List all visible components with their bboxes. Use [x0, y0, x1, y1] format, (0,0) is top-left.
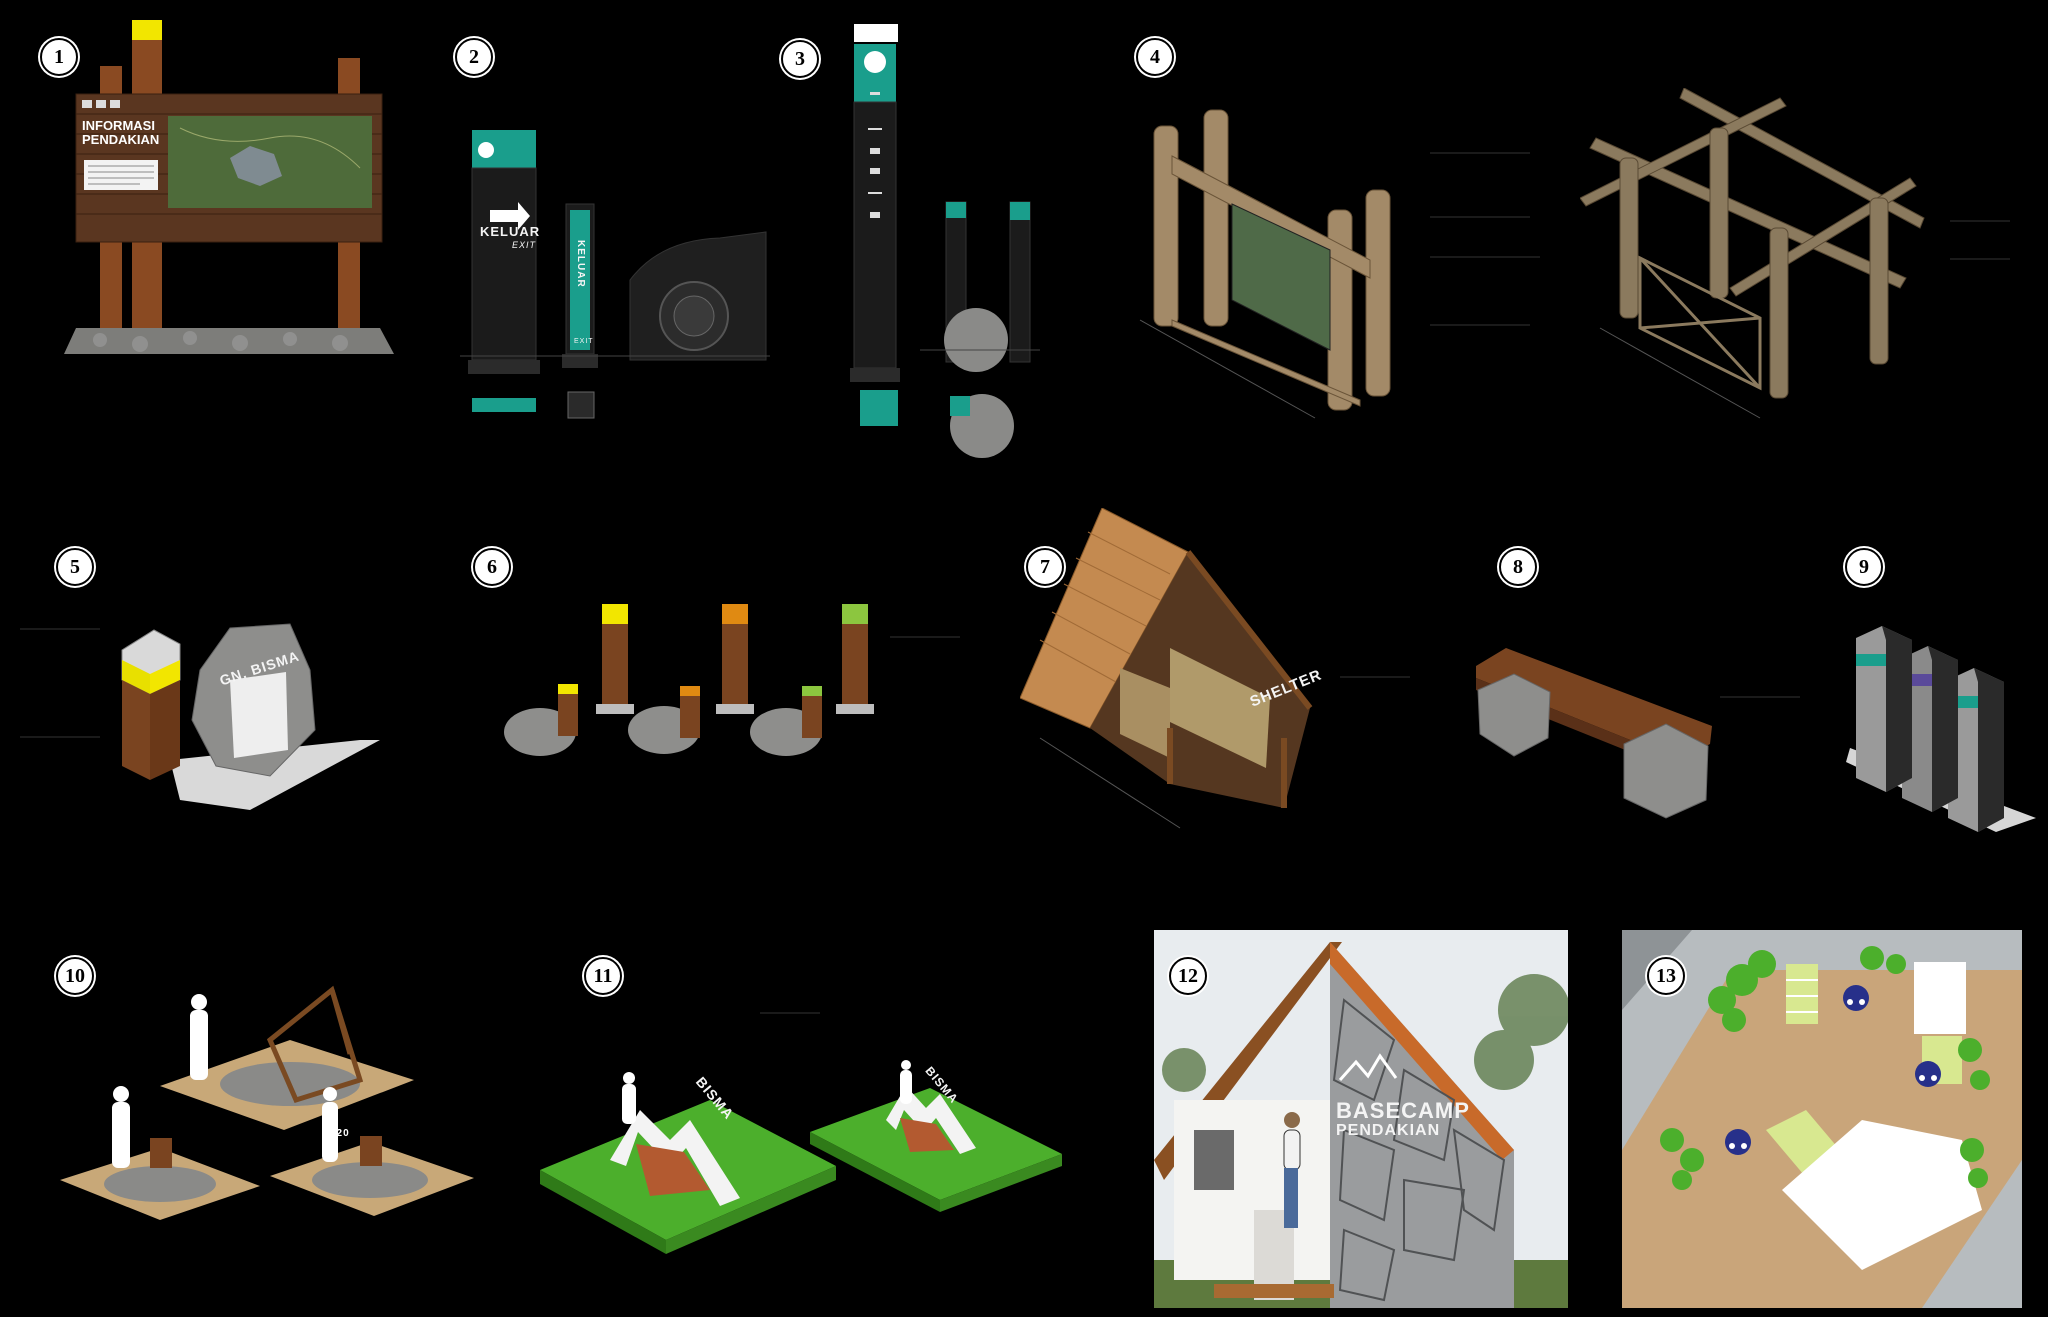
- badge-3: 3: [781, 40, 819, 78]
- tent-mark: 320: [330, 1128, 350, 1139]
- wooden-pergola-gate: [1579, 87, 1930, 428]
- annotation-line: [890, 636, 960, 638]
- entrance-gates-drawing: [540, 1060, 1062, 1254]
- annotation-line: [760, 1012, 820, 1014]
- shelter-drawing: [1019, 507, 1313, 829]
- annotation-line: [1430, 256, 1540, 258]
- annotation-line: [1950, 258, 2010, 260]
- trail-markers-drawing: [504, 604, 874, 756]
- shelter: SHELTER: [1019, 507, 1360, 838]
- info-board-title-line1: INFORMASI: [82, 118, 155, 133]
- exit-main-label: KELUAR: [480, 224, 541, 239]
- trail-markers: [500, 600, 890, 760]
- badge-9: 9: [1845, 548, 1883, 586]
- basecamp-line1: BASECAMP: [1336, 1098, 1470, 1123]
- wooden-frame-sign: [1120, 100, 1470, 430]
- parking-site-plan: [1622, 930, 2022, 1308]
- annotation-line: [20, 736, 100, 738]
- stone-bench-drawing: [1476, 648, 1712, 819]
- badge-12: 12: [1169, 957, 1207, 995]
- info-board: INFORMASI PENDAKIAN: [60, 18, 400, 358]
- basecamp-line2: PENDAKIAN: [1336, 1122, 1441, 1139]
- exit-main-sub: EXIT: [512, 240, 537, 250]
- annotation-line: [1430, 216, 1530, 218]
- annotation-line: [1340, 676, 1410, 678]
- parking-site-plan-drawing: [1622, 930, 2022, 1308]
- exit-pole-sub: EXIT: [574, 338, 594, 345]
- badge-5: 5: [56, 548, 94, 586]
- info-board-drawing: [64, 20, 394, 354]
- directional-pylon-drawing: [850, 24, 1040, 458]
- info-board-title: INFORMASI PENDAKIAN: [82, 119, 159, 147]
- entrance-gates: BISMA BISMA: [540, 1040, 1070, 1280]
- badge-7: 7: [1026, 548, 1064, 586]
- annotation-line: [1430, 152, 1530, 154]
- lockers-drawing: [1846, 626, 2036, 832]
- annotation-line: [1950, 220, 2010, 222]
- badge-2: 2: [455, 38, 493, 76]
- tent-platforms: 320: [60, 980, 480, 1250]
- annotation-line: [1720, 696, 1800, 698]
- tent-platforms-drawing: [60, 985, 474, 1220]
- annotation-line: [20, 628, 100, 630]
- badge-10: 10: [56, 957, 94, 995]
- basecamp-render-drawing: [1154, 930, 1568, 1308]
- badge-8: 8: [1499, 548, 1537, 586]
- lockers: [1846, 618, 2036, 838]
- badge-4: 4: [1136, 38, 1174, 76]
- stone-bench: [1470, 620, 1720, 820]
- badge-1: 1: [40, 38, 78, 76]
- wooden-frame-sign-drawing: [1139, 109, 1391, 419]
- exit-signs: KELUAR EXIT KELUAR EXIT: [460, 120, 780, 430]
- motorcycle-parking-icon: [1843, 985, 1869, 1011]
- arrow-right-icon: [490, 202, 530, 230]
- kiosk-stone: GN. BISMA: [110, 610, 380, 810]
- annotation-line: [1430, 324, 1530, 326]
- exit-pole-label: KELUAR: [575, 240, 586, 288]
- badge-13: 13: [1647, 957, 1685, 995]
- basecamp-render: BASECAMP PENDAKIAN: [1154, 930, 1568, 1308]
- wooden-pergola-gate-drawing: [1579, 87, 1925, 419]
- mountain-logo-icon: [1338, 1053, 1398, 1081]
- badge-6: 6: [473, 548, 511, 586]
- kiosk-stone-drawing: [121, 623, 380, 810]
- info-board-title-line2: PENDAKIAN: [82, 132, 160, 147]
- exit-signs-drawing: [460, 130, 770, 419]
- badge-11: 11: [584, 957, 622, 995]
- directional-pylon: [840, 22, 1040, 462]
